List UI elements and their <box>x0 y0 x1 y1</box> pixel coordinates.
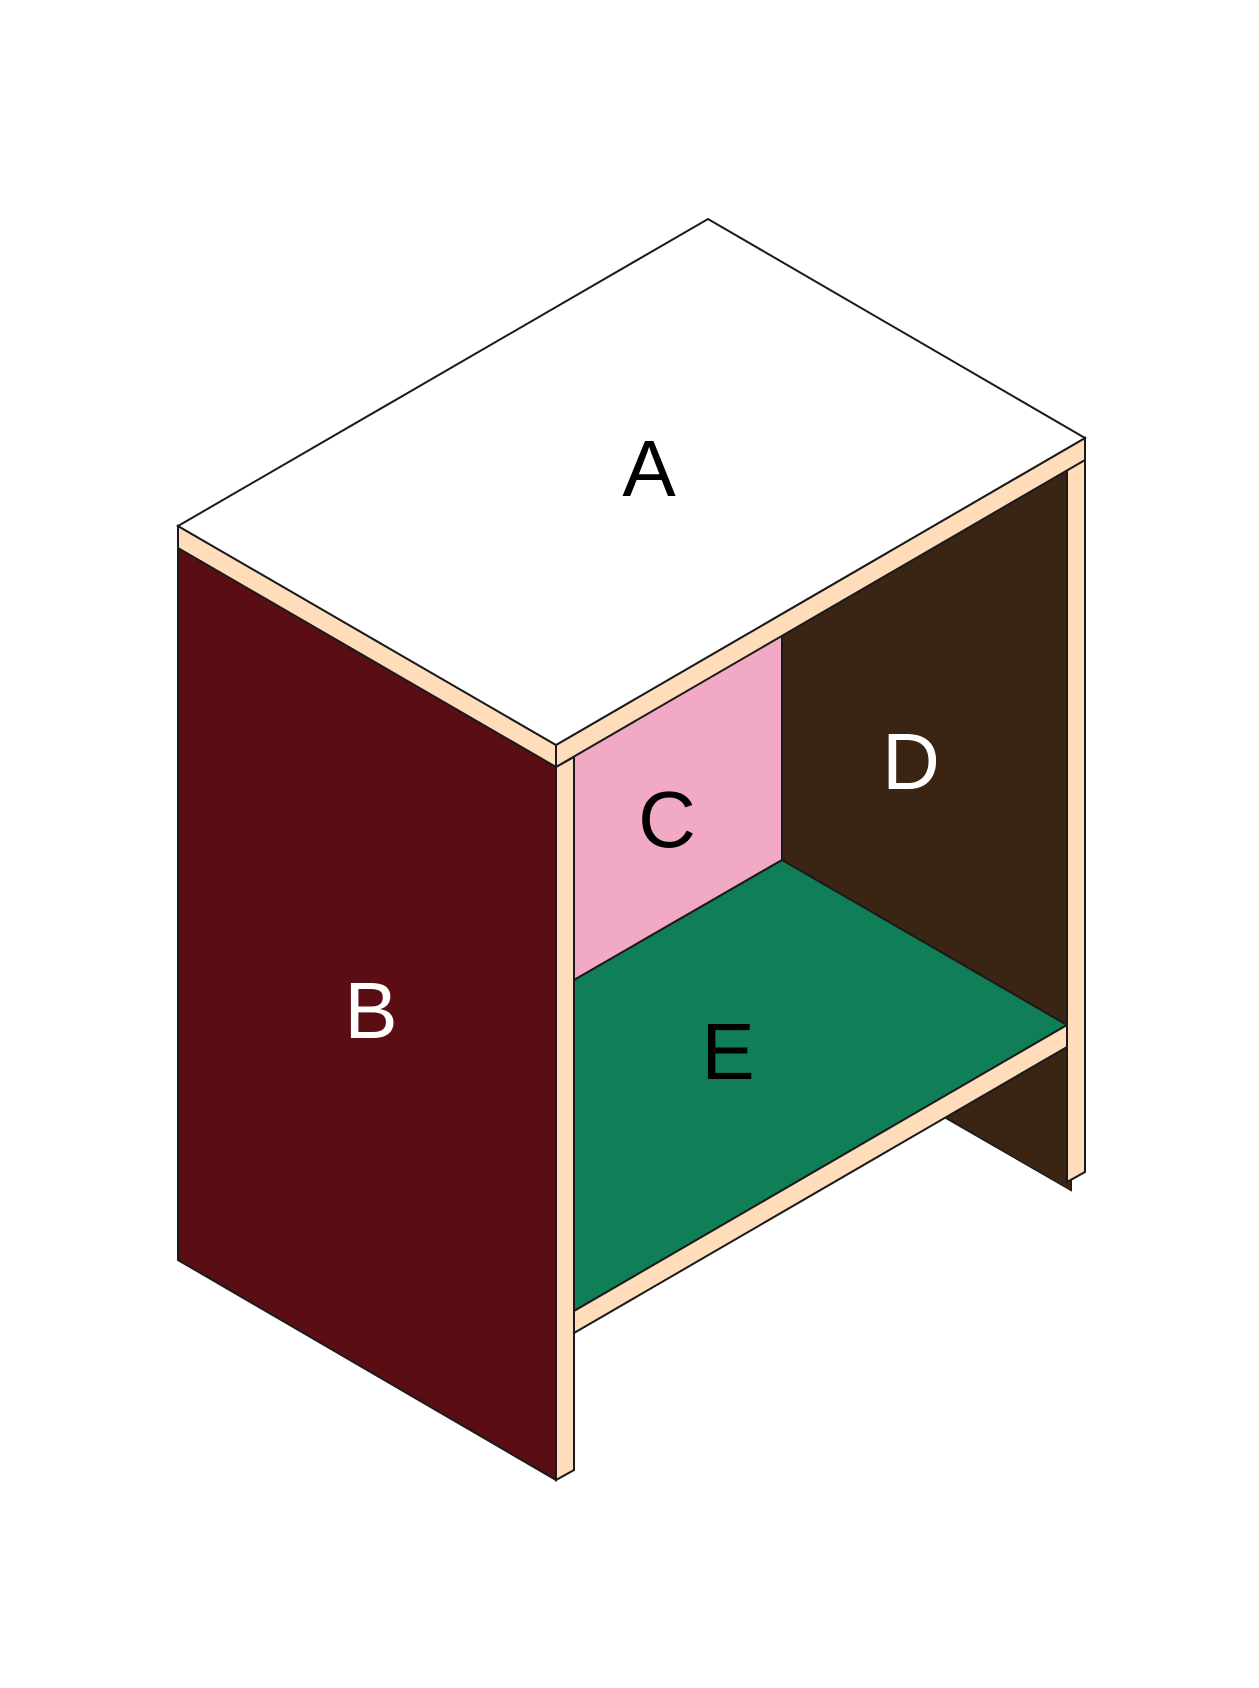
panel-a-top <box>176 217 1087 747</box>
panel-a-label: A <box>622 424 676 513</box>
panel-b-label: B <box>344 966 397 1055</box>
panel-d-back-right-fill <box>782 460 1071 1190</box>
panel-d-label: D <box>882 717 940 806</box>
left-side-front-edge <box>555 755 575 1482</box>
back-right-post-edge <box>1066 448 1086 1184</box>
panel-c-label: C <box>638 775 696 864</box>
panel-e-label: E <box>701 1007 754 1096</box>
